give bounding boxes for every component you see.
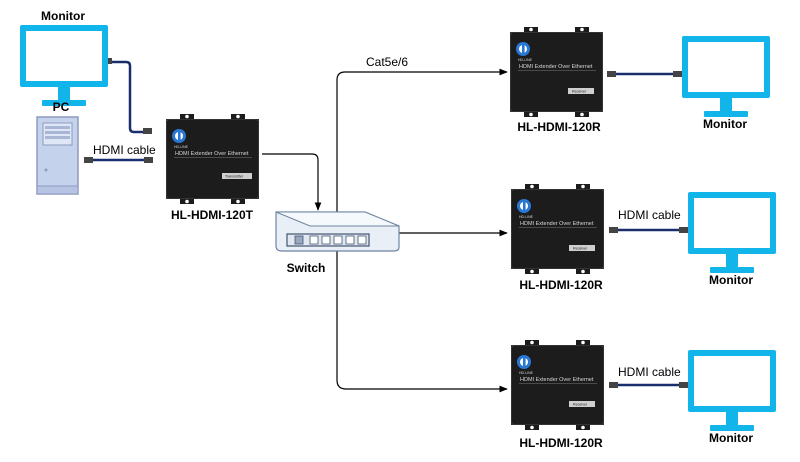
cat-line-switch-to-rx3 [336, 250, 508, 393]
monitor-icon-r1 [682, 36, 770, 117]
rx1-brand-label: HD-LINE [518, 58, 533, 62]
hdmi-cable-monitor-to-tx [110, 60, 152, 134]
rx2-brand-label: HD-LINE [519, 215, 534, 219]
pc-tower-icon [36, 116, 79, 195]
rx2-front-label: HDMI Extender Over Ethernet [520, 221, 594, 227]
receiver-device-3: HDMI Extender Over Ethernet HD-LINE Rece… [510, 339, 605, 431]
label-receiver-3-model: HL-HDMI-120R [519, 436, 603, 450]
rx1-front-label: HDMI Extender Over Ethernet [519, 64, 593, 70]
receiver-device-2: HDMI Extender Over Ethernet HD-LINE Rece… [510, 183, 605, 275]
monitor-icon-r3 [688, 350, 776, 431]
cat-line-switch-to-rx1 [336, 68, 508, 220]
monitor-icon [20, 25, 108, 106]
label-hdmi-cable-r2: HDMI cable [618, 208, 681, 222]
tx-brand-label: HD-LINE [174, 145, 189, 149]
label-receiver-1-model: HL-HDMI-120R [517, 120, 601, 134]
rx1-badge: Receiver [572, 89, 587, 93]
label-monitor-r1: Monitor [703, 117, 747, 131]
tx-front-label: HDMI Extender Over Ethernet [175, 151, 249, 157]
label-switch: Switch [287, 261, 326, 275]
monitor-icon-r2 [688, 192, 776, 273]
transmitter-device: HDMI Extender Over Ethernet HD-LINE Tran… [165, 113, 260, 205]
rx3-front-label: HDMI Extender Over Ethernet [520, 377, 594, 383]
label-cat-cable: Cat5e/6 [366, 55, 408, 69]
rx3-badge: Receiver [573, 402, 588, 406]
label-hdmi-cable-r3: HDMI cable [618, 365, 681, 379]
label-pc: PC [53, 100, 70, 114]
label-transmitter-model: HL-HDMI-120T [171, 208, 254, 222]
rx3-brand-label: HD-LINE [519, 371, 534, 375]
switch-device [275, 211, 400, 252]
receiver-device-1: HDMI Extender Over Ethernet HD-LINE Rece… [509, 26, 604, 118]
tx-badge: Transmitter [225, 174, 244, 178]
label-receiver-2-model: HL-HDMI-120R [519, 278, 603, 292]
label-monitor-r2: Monitor [709, 273, 753, 287]
label-monitor-top-left: Monitor [41, 9, 85, 23]
cat-line-tx-to-switch [262, 153, 322, 211]
label-hdmi-cable-left: HDMI cable [93, 143, 156, 157]
rx2-badge: Receiver [573, 246, 588, 250]
label-monitor-r3: Monitor [709, 431, 753, 445]
